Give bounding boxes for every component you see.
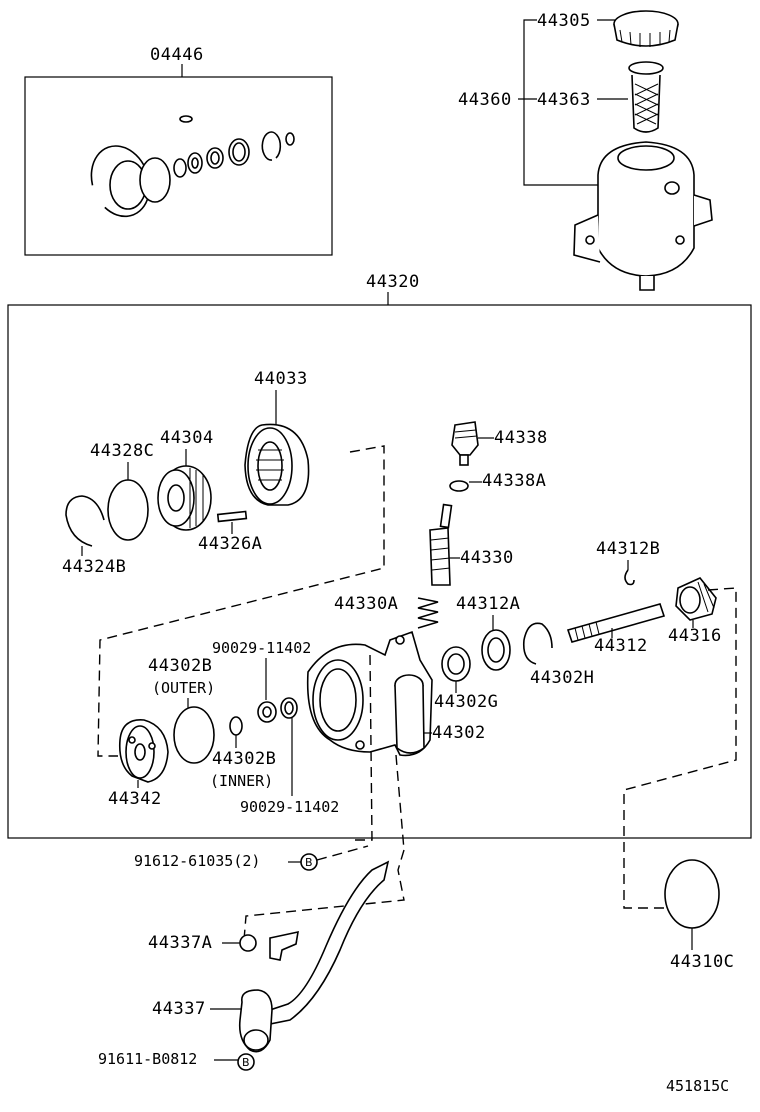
label-44320: 44320 (366, 272, 420, 292)
label-44302B-inner: 44302B (212, 749, 276, 769)
pin-44326A (216, 510, 248, 523)
label-90029-11402-bottom: 90029-11402 (240, 798, 339, 816)
pump-assembly-frame (7, 304, 752, 839)
pump-shaft (566, 603, 666, 643)
seal-kit-frame (24, 76, 333, 256)
label-44316: 44316 (668, 626, 722, 646)
label-44330: 44330 (460, 548, 514, 568)
label-91612-61035: 91612-61035(2) (134, 852, 260, 870)
oil-seal-44302G (441, 646, 471, 682)
bearing-44312A (481, 629, 511, 671)
label-44324B: 44324B (62, 557, 126, 577)
flow-control-valve (429, 503, 453, 586)
label-44302: 44302 (432, 723, 486, 743)
label-44312B: 44312B (596, 539, 660, 559)
valve-spring (417, 597, 439, 629)
ref-b-1: B (305, 856, 313, 869)
label-44304: 44304 (160, 428, 214, 448)
seal-kit-rings (90, 115, 295, 218)
o-ring-44302B-outer (173, 706, 215, 764)
o-ring-44337A (239, 934, 257, 952)
label-44363: 44363 (537, 90, 591, 110)
label-04446: 04446 (150, 45, 204, 65)
label-44337: 44337 (152, 999, 206, 1019)
label-44330A: 44330A (334, 594, 398, 614)
ref-b-2: B (242, 1056, 250, 1069)
label-44312: 44312 (594, 636, 648, 656)
label-44338: 44338 (494, 428, 548, 448)
ref-b-circle-1 (300, 853, 318, 871)
label-44310C: 44310C (670, 952, 734, 972)
label-44342: 44342 (108, 789, 162, 809)
label-outer: (OUTER) (152, 679, 215, 697)
o-ring-44328C (107, 479, 149, 541)
label-91611-B0812: 91611-B0812 (98, 1050, 197, 1068)
label-44302H: 44302H (530, 668, 594, 688)
label-44360: 44360 (458, 90, 512, 110)
pulley-hub (675, 577, 717, 621)
label-44312A: 44312A (456, 594, 520, 614)
label-44328C: 44328C (90, 441, 154, 461)
seal-90029-b (280, 697, 298, 719)
o-ring-44338A (449, 480, 469, 492)
label-44302G: 44302G (434, 692, 498, 712)
reservoir-tank (573, 141, 713, 291)
ref-b-circle-2 (237, 1053, 255, 1071)
assembly-dashed-lines (97, 445, 737, 941)
snap-ring-44302H (522, 622, 553, 665)
front-plate (118, 719, 169, 783)
reservoir-filter (628, 61, 664, 133)
cam-ring (244, 423, 310, 506)
label-inner: (INNER) (210, 772, 273, 790)
label-44305: 44305 (537, 11, 591, 31)
label-44302B-outer: 44302B (148, 656, 212, 676)
label-90029-11402-top: 90029-11402 (212, 639, 311, 657)
suction-pipe (238, 860, 390, 1053)
snap-ring-44324B (65, 495, 105, 547)
label-44337A: 44337A (148, 933, 212, 953)
o-ring-44310C (664, 859, 720, 929)
rotor (157, 465, 212, 531)
label-44033: 44033 (254, 369, 308, 389)
pump-housing (306, 630, 433, 757)
o-ring-44302B-inner (229, 716, 243, 736)
reservoir-cap (613, 10, 679, 47)
label-44338A: 44338A (482, 471, 546, 491)
union-fitting (451, 421, 479, 466)
seal-90029-a (257, 701, 277, 723)
snap-ring-44312B (624, 569, 635, 586)
diagram-id: 451815C (666, 1077, 729, 1095)
label-44326A: 44326A (198, 534, 262, 554)
